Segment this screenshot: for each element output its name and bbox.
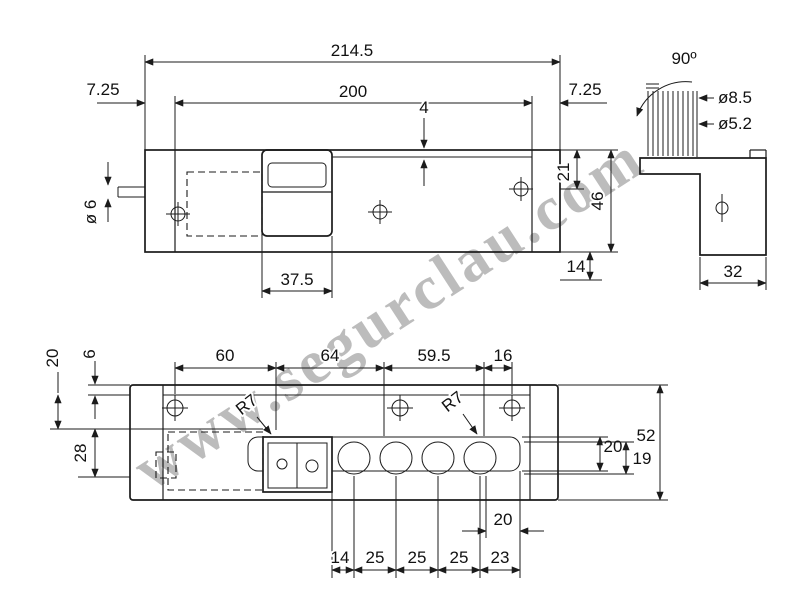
watermark-text: www.segurclau.com xyxy=(122,123,657,503)
dim-left-body: 28 xyxy=(71,444,90,463)
dim-left-edge: 6 xyxy=(80,349,99,358)
side-view-dimensions: 90º ø8.5 ø5.2 32 xyxy=(636,47,767,290)
side-view-outline xyxy=(639,83,767,256)
dim-pitch-0: 14 xyxy=(331,548,350,567)
dim-top-to-hole: 21 xyxy=(554,163,573,182)
dim-height: 46 xyxy=(588,192,607,211)
top-view-outline xyxy=(117,149,561,253)
dim-span-1: 60 xyxy=(216,346,235,365)
dim-keeper-width: 37.5 xyxy=(280,270,313,289)
dim-lip-gap: 4 xyxy=(419,98,428,117)
dim-span-2: 64 xyxy=(321,346,340,365)
dim-span-4: 16 xyxy=(494,346,513,365)
dim-bend-angle: 90º xyxy=(671,49,696,68)
dim-hole-spacing: 200 xyxy=(339,82,367,101)
dim-overall-width: 214.5 xyxy=(331,41,374,60)
dim-upper-hole: ø8.5 xyxy=(718,88,752,107)
dim-pitch-1: 25 xyxy=(366,548,385,567)
bottom-view-mounting-holes xyxy=(162,395,525,421)
dim-radius-right: R7 xyxy=(438,387,467,415)
dim-lower-hole: ø5.2 xyxy=(718,114,752,133)
dim-pitch-4: 23 xyxy=(491,548,510,567)
dim-left-top: 20 xyxy=(43,349,62,368)
dim-span-3: 59.5 xyxy=(417,346,450,365)
dim-bracket-width: 32 xyxy=(724,262,743,281)
dim-right-offset: 7.25 xyxy=(568,80,601,99)
dim-slot-height: 20 xyxy=(604,437,623,456)
dim-pitch-3: 25 xyxy=(450,548,469,567)
dim-lip-drop: 14 xyxy=(567,257,586,276)
dim-height-total: 52 xyxy=(637,426,656,445)
dim-end-gap: 20 xyxy=(494,510,513,529)
top-view-mounting-holes xyxy=(166,177,533,226)
dim-pitch-2: 25 xyxy=(408,548,427,567)
dim-hole-dia: ø 6 xyxy=(81,200,100,225)
dim-left-offset: 7.25 xyxy=(86,80,119,99)
top-view-dimensions: 214.5 200 7.25 7.25 4 37.5 ø 6 21 46 xyxy=(79,39,618,298)
dim-hole-dia-bottom: 19 xyxy=(633,449,652,468)
